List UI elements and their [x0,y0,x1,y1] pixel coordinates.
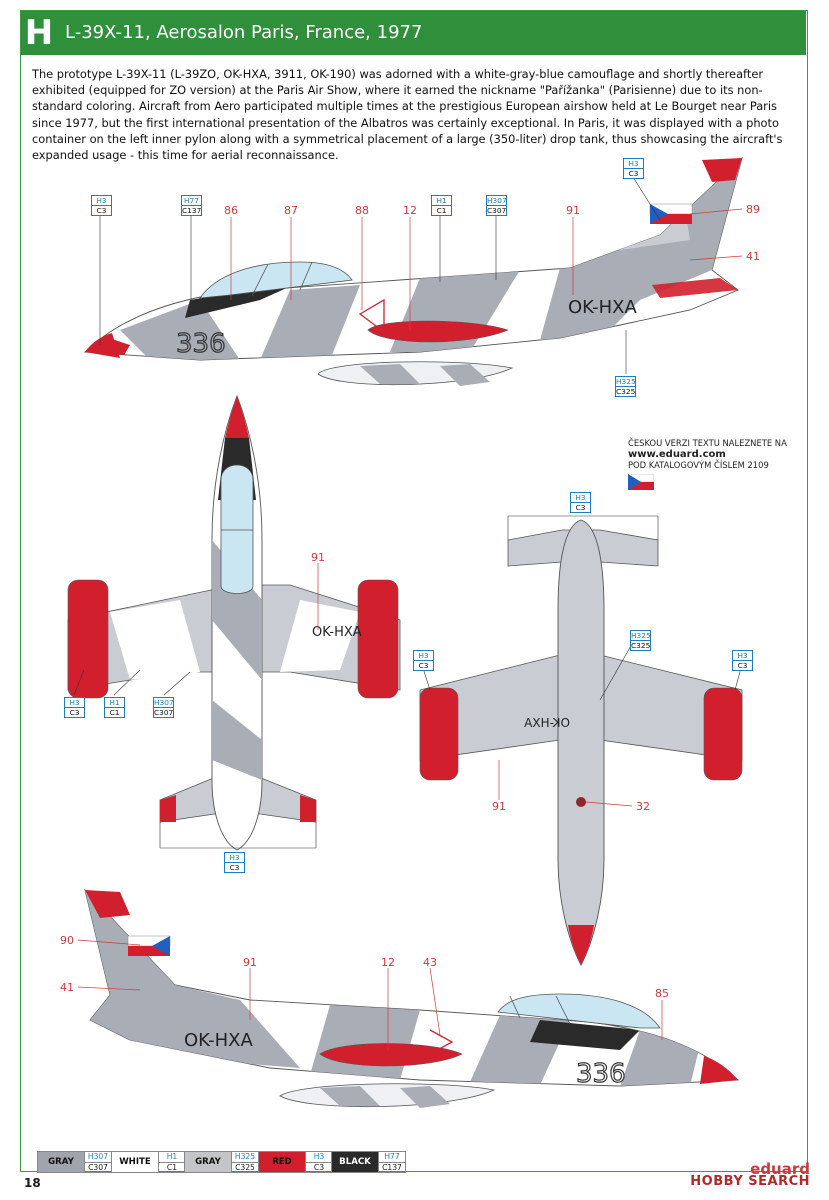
callout-91-bottom: 91 [243,956,257,969]
page-number: 18 [24,1176,41,1190]
callout-lines [77,208,743,1050]
legend-swatch: GRAY [37,1151,85,1173]
right-registration: OK-HXA [184,1030,253,1051]
right-side-number: 336 [576,1059,626,1089]
paint-leader-lines [73,176,742,849]
description-text: The prototype L-39X-11 (L-39ZO, OK-HXA, … [32,67,783,163]
left-side-number: 336 [176,329,226,359]
legend-swatch: GRAY [184,1151,232,1173]
plan-top-view: OK-HXA [67,394,401,851]
czech-version-note: ČESKOU VERZI TEXTU NALEZNETE NA www.edua… [627,438,788,493]
callout-90: 90 [60,934,74,947]
callout-32: 32 [636,800,650,813]
page-frame [20,10,808,1172]
callout-86: 86 [224,204,238,217]
plan-registration: OK-HXA [312,625,362,640]
legend-swatch: BLACK [331,1151,379,1173]
profile-letter: H [21,11,57,55]
eduard-logo: eduard [750,1160,810,1178]
profile-header: H L-39X-11, Aerosalon Paris, France, 197… [21,11,806,55]
callout-12-bottom: 12 [381,956,395,969]
legend-swatch: RED [258,1151,306,1173]
callout-89: 89 [746,203,760,216]
plan-under-view: OK-HXA [419,519,743,966]
czech-note-line1: ČESKOU VERZI TEXTU NALEZNETE NA [628,438,787,448]
callout-41-bottom: 41 [60,981,74,994]
callout-91-plan: 91 [311,551,325,564]
left-registration: OK-HXA [568,297,637,318]
under-registration: OK-HXA [523,716,570,730]
czech-note-url[interactable]: www.eduard.com [628,449,726,460]
hobby-search-watermark: HOBBY SEARCH [690,1174,810,1189]
callout-91-top: 91 [566,204,580,217]
profile-description: The prototype L-39X-11 (L-39ZO, OK-HXA, … [32,66,798,163]
legend-swatch: WHITE [111,1151,159,1173]
callout-12-top: 12 [403,204,417,217]
callout-91-under: 91 [492,800,506,813]
callout-41-top: 41 [746,250,760,263]
callout-43: 43 [423,956,437,969]
callout-88: 88 [355,204,369,217]
profile-right-side: OK-HXA 336 [84,888,740,1108]
callout-85: 85 [655,987,669,1000]
czech-flag-icon [627,473,655,490]
czech-note-line2: POD KATALOGOVÝM ČÍSLEM 2109 [628,460,769,470]
callout-87: 87 [284,204,298,217]
profile-title: L-39X-11, Aerosalon Paris, France, 1977 [65,22,423,43]
